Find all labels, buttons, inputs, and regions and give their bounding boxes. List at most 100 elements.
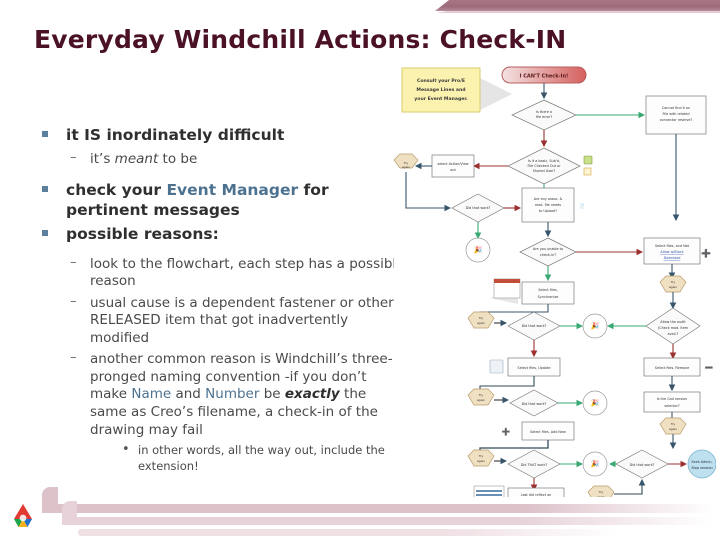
svg-text:Is the Cad version: Is the Cad version: [657, 397, 688, 401]
svg-text:again: again: [477, 398, 485, 402]
dash-bullet-icon: –: [70, 254, 77, 270]
svg-text:your Event Manager.: your Event Manager.: [414, 96, 468, 102]
tool-icon: [489, 359, 504, 374]
svg-text:Stop session: Stop session: [691, 466, 712, 470]
minus-icon: ➖: [705, 364, 714, 372]
creo-triangle-logo: [14, 504, 32, 527]
sub-bullet-text-d: the same as Creo’s filename, a check-in …: [90, 386, 378, 438]
svg-text:mod. file needs: mod. file needs: [535, 203, 561, 207]
svg-text:connector reserve?: connector reserve?: [660, 118, 693, 122]
svg-text:Did that work?: Did that work?: [466, 206, 491, 210]
flowchart-decision: Did that work?: [509, 389, 559, 417]
sub-bullet-text-name: Name: [131, 386, 172, 403]
svg-text:Did that work?: Did that work?: [522, 324, 547, 328]
svg-text:Try: Try: [478, 393, 484, 397]
svg-text:File Checked Out or: File Checked Out or: [527, 164, 561, 168]
plus-icon: ➕: [701, 248, 711, 258]
svg-text:Try: Try: [478, 454, 484, 458]
spacer: [34, 250, 406, 254]
svg-text:Is there a: Is there a: [536, 110, 552, 114]
sub-bullet-text: usual cause is a dependent fastener or o…: [90, 294, 394, 346]
flowchart-box: Last did reflect an or WC with files dow…: [507, 487, 565, 497]
sub-bullet-text-pre: it’s: [90, 150, 115, 167]
bullet-level2-meant: – it’s meant to be: [34, 150, 406, 169]
svg-text:Synchronize: Synchronize: [538, 295, 559, 299]
square-bullet-icon: [42, 186, 48, 193]
ribbon-band-3: [78, 529, 618, 536]
svg-text:Try: Try: [403, 161, 409, 165]
svg-text:Allow w/Block: Allow w/Block: [660, 250, 683, 254]
flowchart-success: 🎉: [582, 313, 608, 339]
bullet-level2-usual-cause: – usual cause is a dependent fastener or…: [34, 294, 406, 348]
flowchart-box: Select files, and Not Allow w/Block Down…: [643, 237, 701, 265]
svg-text:🎉: 🎉: [591, 321, 600, 330]
svg-text:Last did reflect an: Last did reflect an: [521, 493, 552, 497]
svg-text:Try: Try: [670, 422, 676, 426]
svg-text:again: again: [669, 427, 677, 431]
svg-text:select Action/View: select Action/View: [438, 162, 469, 166]
flowchart-box: Are any assoc. & mod. file needs to Uplo…: [521, 187, 575, 223]
svg-text:Did that work?: Did that work?: [522, 402, 547, 406]
ribbon-band-2: [62, 517, 712, 525]
svg-text:Try: Try: [478, 316, 484, 320]
svg-text:🎉: 🎉: [591, 459, 600, 468]
bullet-text-post: for pertinent messages: [66, 181, 329, 219]
flowchart-image: Consult your Pro/E Message Lines and you…: [394, 60, 716, 497]
content-body: it IS inordinately difficult – it’s mean…: [34, 126, 406, 474]
svg-text:Try: Try: [670, 280, 676, 284]
dot-bullet-icon: •: [122, 442, 130, 458]
bullet-text-accent: Event Manager: [166, 181, 299, 200]
footer-decoration: [0, 482, 720, 540]
banner-band-primary: [435, 0, 720, 11]
bullet-level1-difficult: it IS inordinately difficult: [34, 126, 406, 146]
svg-text:Allow the audit: Allow the audit: [660, 320, 686, 324]
ribbon-elbow-2: [62, 501, 77, 525]
svg-text:Select files, Remove: Select files, Remove: [655, 366, 689, 370]
svg-text:again: again: [477, 459, 485, 463]
flowchart-decision: Is it a basic, Sub'd, File Checked Out o…: [507, 147, 581, 185]
svg-text:Cannot find it on: Cannot find it on: [662, 106, 690, 110]
flowchart-box: Cannot find it on File with related conn…: [645, 95, 707, 135]
svg-text:Are any assoc. &: Are any assoc. &: [534, 197, 563, 201]
top-banner-decoration: [0, 0, 720, 14]
plus-icon: ➕: [502, 427, 511, 436]
bullet-level2-flowchart: – look to the flowchart, each step has a…: [34, 254, 406, 291]
svg-text:Select files, Add New: Select files, Add New: [530, 430, 566, 434]
svg-text:out: out: [450, 168, 456, 172]
flowchart-decision: Allow the audit (Check mod. item avail.?: [645, 307, 701, 345]
flowchart-list-doc: [473, 485, 505, 497]
bullet-text: it IS inordinately difficult: [66, 126, 285, 144]
svg-text:Shared User?: Shared User?: [533, 169, 556, 173]
svg-text:(Check mod. item: (Check mod. item: [658, 326, 689, 330]
svg-text:to Upload?: to Upload?: [539, 209, 557, 213]
flowchart-success: 🎉: [582, 451, 608, 477]
flowchart-decision: Did that work?: [451, 193, 505, 223]
flowchart-note: Consult your Pro/E Message Lines and you…: [401, 67, 512, 113]
dash-bullet-icon: –: [70, 350, 77, 366]
svg-text:avail.?: avail.?: [668, 332, 679, 336]
svg-text:Consult your Pro/E: Consult your Pro/E: [417, 78, 465, 84]
sub-sub-bullet-text: in other words, all the way out, include…: [138, 443, 385, 473]
page-title: Everyday Windchill Actions: Check-IN: [34, 25, 567, 54]
flowchart-box: Select files, Remove: [643, 357, 701, 377]
flowchart-success: 🎉: [465, 237, 491, 263]
banner-band-secondary: [437, 11, 720, 13]
square-bullet-icon: [42, 131, 48, 137]
flowchart-decision: Did THAT work?: [507, 449, 561, 479]
warn-icon: [583, 167, 592, 176]
bullet-text: possible reasons:: [66, 225, 219, 244]
sub-bullet-text-a: another common reason is Windchill’s thr…: [90, 351, 393, 403]
bullet-level1-possible-reasons: possible reasons:: [34, 225, 406, 245]
svg-text:Select files, Update: Select files, Update: [518, 366, 551, 370]
svg-text:file error?: file error?: [536, 115, 552, 119]
bullet-text-pre: check your: [66, 181, 167, 200]
svg-text:again: again: [477, 321, 485, 325]
